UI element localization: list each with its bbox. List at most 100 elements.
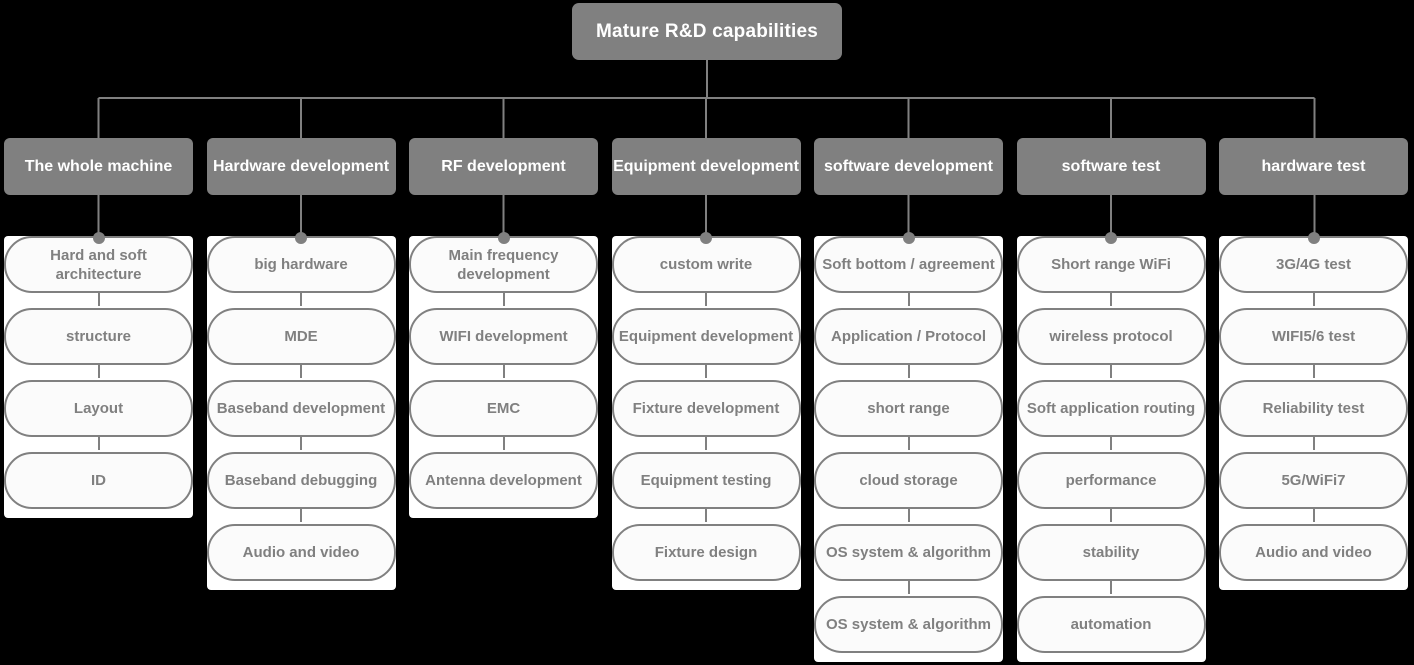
leaf-node-label: EMC: [486, 400, 521, 417]
root-node[interactable]: Mature R&D capabilities: [572, 3, 842, 60]
junction-dot-icon: [902, 232, 915, 244]
column-header-4[interactable]: Equipment development: [611, 138, 801, 195]
leaf-node-label: short range: [867, 400, 950, 417]
leaf-node-label: 3G/4G test: [1275, 256, 1352, 273]
column-header-label: hardware test: [1261, 157, 1366, 175]
leaf-node-label: Equipment testing: [640, 472, 772, 489]
leaf-node-label: stability: [1082, 544, 1140, 561]
leaf-node[interactable]: stability: [1016, 524, 1206, 594]
column-header-2[interactable]: Hardware development: [206, 138, 396, 195]
leaf-node[interactable]: cloud storage: [814, 452, 1003, 522]
leaf-node-label: Audio and video: [242, 544, 360, 561]
leaf-node[interactable]: Soft bottom / agreement: [814, 232, 1003, 306]
leaf-node-label: Reliability test: [1262, 400, 1365, 417]
leaf-node[interactable]: custom write: [611, 232, 801, 306]
column-header-5[interactable]: software development: [814, 138, 1003, 195]
leaf-node[interactable]: OS system & algorithm: [814, 596, 1003, 653]
leaf-node-label: custom write: [659, 256, 753, 273]
junction-dot-icon: [295, 232, 307, 244]
leaf-node[interactable]: wireless protocol: [1016, 308, 1206, 378]
leaf-node[interactable]: 5G/WiFi7: [1219, 452, 1408, 522]
junction-dot-icon: [92, 232, 105, 244]
leaf-node-label: performance: [1065, 472, 1157, 489]
root-node-label: Mature R&D capabilities: [595, 21, 819, 42]
leaf-node[interactable]: Baseband development: [206, 380, 396, 450]
leaf-node-label: OS system & algorithm: [825, 544, 992, 561]
leaf-node[interactable]: WIFI development: [409, 308, 598, 378]
column-header-3[interactable]: RF development: [409, 138, 598, 195]
junction-dot-icon: [1105, 232, 1117, 244]
leaf-node[interactable]: ID: [4, 452, 193, 509]
leaf-node[interactable]: Fixture development: [611, 380, 801, 450]
leaf-node[interactable]: performance: [1016, 452, 1206, 522]
leaf-node[interactable]: automation: [1016, 596, 1206, 653]
leaf-node[interactable]: EMC: [409, 380, 598, 450]
junction-dot-icon: [497, 232, 510, 244]
leaf-node[interactable]: Short range WiFi: [1016, 232, 1206, 306]
leaf-node[interactable]: Application / Protocol: [814, 308, 1003, 378]
leaf-node[interactable]: short range: [814, 380, 1003, 450]
leaf-node[interactable]: Equipment development: [611, 308, 801, 378]
column-header-label: The whole machine: [24, 157, 173, 175]
leaf-node-label: 5G/WiFi7: [1281, 472, 1346, 489]
leaf-node[interactable]: WIFI5/6 test: [1219, 308, 1408, 378]
leaf-node[interactable]: Audio and video: [206, 524, 396, 581]
leaf-node-label: Fixture design: [654, 544, 758, 561]
leaf-node[interactable]: Audio and video: [1219, 524, 1408, 581]
junction-dot-icon: [700, 232, 712, 244]
leaf-node-label: Short range WiFi: [1051, 256, 1171, 273]
column-header-7[interactable]: hardware test: [1219, 138, 1408, 195]
leaf-node[interactable]: MDE: [206, 308, 396, 378]
leaf-node-label: structure: [65, 328, 132, 345]
leaf-node-label: WIFI5/6 test: [1271, 328, 1356, 345]
leaf-node-label: Equipment development: [618, 328, 794, 345]
leaf-node[interactable]: 3G/4G test: [1219, 232, 1408, 306]
leaf-node[interactable]: Equipment testing: [611, 452, 801, 522]
leaf-node[interactable]: structure: [4, 308, 193, 378]
leaf-node-label: WIFI development: [439, 328, 568, 345]
leaf-node[interactable]: big hardware: [206, 232, 396, 306]
leaf-node-label: automation: [1070, 616, 1152, 633]
leaf-node[interactable]: Fixture design: [611, 524, 801, 581]
leaf-node-label: Soft bottom / agreement: [822, 256, 995, 273]
leaf-node[interactable]: Baseband debugging: [206, 452, 396, 522]
column-header-label: Hardware development: [212, 157, 390, 175]
leaf-node-label: big hardware: [254, 256, 348, 273]
leaf-node[interactable]: Soft application routing: [1016, 380, 1206, 450]
leaf-node[interactable]: OS system & algorithm: [814, 524, 1003, 594]
column-header-label: software development: [824, 157, 993, 175]
column-header-1[interactable]: The whole machine: [4, 138, 193, 195]
leaf-node-label: OS system & algorithm: [825, 616, 992, 633]
leaf-node-label: Fixture development: [632, 400, 780, 417]
leaf-node[interactable]: Hard and soft architecture: [4, 232, 193, 306]
junction-dot-icon: [1307, 232, 1320, 244]
leaf-node-label: Audio and video: [1255, 544, 1372, 561]
leaf-node-label: Application / Protocol: [830, 328, 986, 345]
leaf-node-label: ID: [91, 472, 106, 489]
column-header-6[interactable]: software test: [1016, 138, 1206, 195]
leaf-node-label: Antenna development: [425, 472, 582, 489]
leaf-node[interactable]: Main frequency development: [409, 232, 598, 306]
leaf-node-label: Main frequency development: [448, 246, 559, 283]
leaf-node[interactable]: Antenna development: [409, 452, 598, 509]
leaf-node-label: MDE: [284, 328, 318, 345]
leaf-node[interactable]: Layout: [4, 380, 193, 450]
column-header-label: RF development: [441, 157, 566, 175]
leaf-node-label: Layout: [73, 400, 124, 417]
leaf-node[interactable]: Reliability test: [1219, 380, 1408, 450]
leaf-node-label: Baseband debugging: [224, 472, 378, 489]
